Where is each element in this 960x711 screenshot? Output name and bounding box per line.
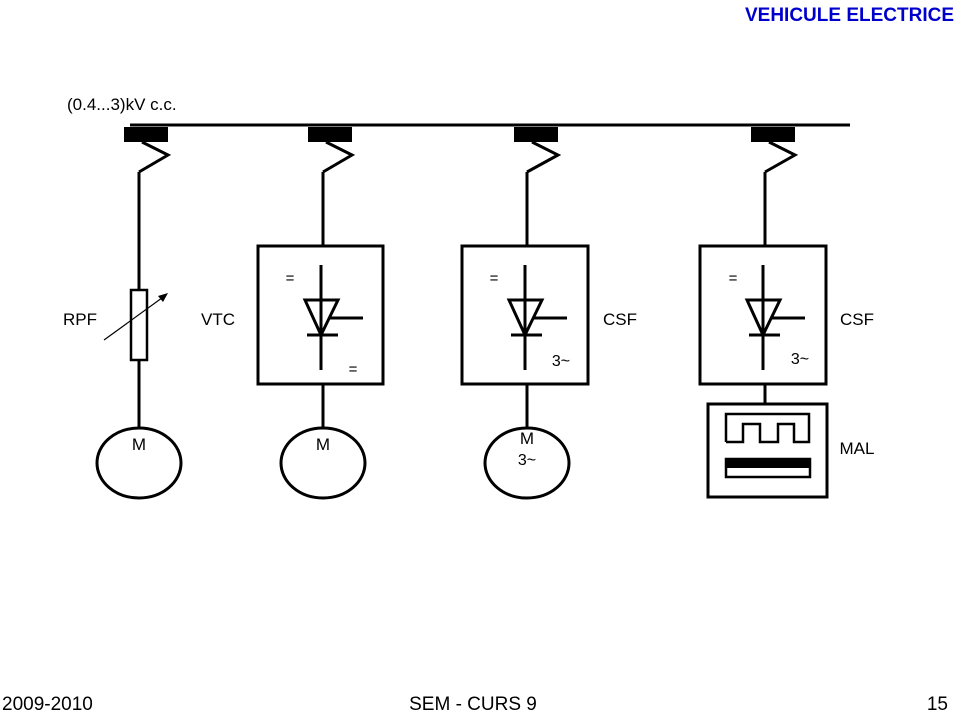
- mal-label: MAL: [840, 439, 875, 458]
- csf-label: CSF: [603, 310, 637, 329]
- dc-motor-icon: [95, 426, 183, 500]
- arrow-icon: [158, 293, 168, 302]
- footer-year: 2009-2010: [2, 694, 93, 711]
- motor-label: M: [132, 435, 146, 454]
- converter-output-label: 3~: [791, 351, 809, 368]
- converter-input-label: =: [729, 270, 738, 287]
- footer-page-number: 15: [927, 694, 948, 711]
- branch-csf-aux: [698, 172, 829, 499]
- vtc-label: VTC: [201, 310, 235, 329]
- branch-vtc: [256, 172, 385, 500]
- motor-phase-label: 3~: [518, 452, 536, 469]
- footer-course: SEM - CURS 9: [409, 694, 537, 711]
- pantograph-arm-icon: [138, 140, 172, 174]
- thyristor-icon: [506, 265, 567, 370]
- converter-input-label: =: [286, 270, 295, 287]
- dc-motor-icon: [279, 426, 367, 500]
- rpf-label: RPF: [63, 310, 97, 329]
- pantograph-arm-icon: [322, 140, 356, 174]
- branch-csf-motor: [460, 172, 590, 500]
- converter-output-label: 3~: [552, 353, 570, 370]
- pantograph-contact-icon: [514, 127, 558, 142]
- pantograph-contact-icon: [751, 127, 795, 142]
- supply-label: (0.4...3)kV c.c.: [67, 95, 177, 114]
- thyristor-icon: [744, 265, 805, 370]
- slide-title: VEHICULE ELECTRICE: [745, 5, 954, 26]
- square-wave-icon: [724, 412, 811, 444]
- converter-box: [460, 244, 590, 386]
- branch-rpf: [95, 172, 183, 500]
- converter-box: [698, 244, 828, 386]
- pantograph-contact-icon: [124, 127, 168, 142]
- variable-resistor-icon: [129, 288, 149, 362]
- converter-output-label: =: [349, 361, 358, 378]
- csf-label: CSF: [840, 310, 874, 329]
- ac-motor-icon: [483, 426, 571, 500]
- motor-label: M: [316, 435, 330, 454]
- auxiliary-load-box: [706, 402, 829, 499]
- converter-box: [256, 244, 385, 386]
- converter-input-label: =: [490, 270, 499, 287]
- pantograph-arm-icon: [764, 140, 799, 174]
- pantograph-contact-icon: [308, 127, 352, 142]
- thyristor-icon: [302, 265, 363, 370]
- motor-label: M: [520, 429, 534, 448]
- pantograph-arm-icon: [526, 140, 562, 174]
